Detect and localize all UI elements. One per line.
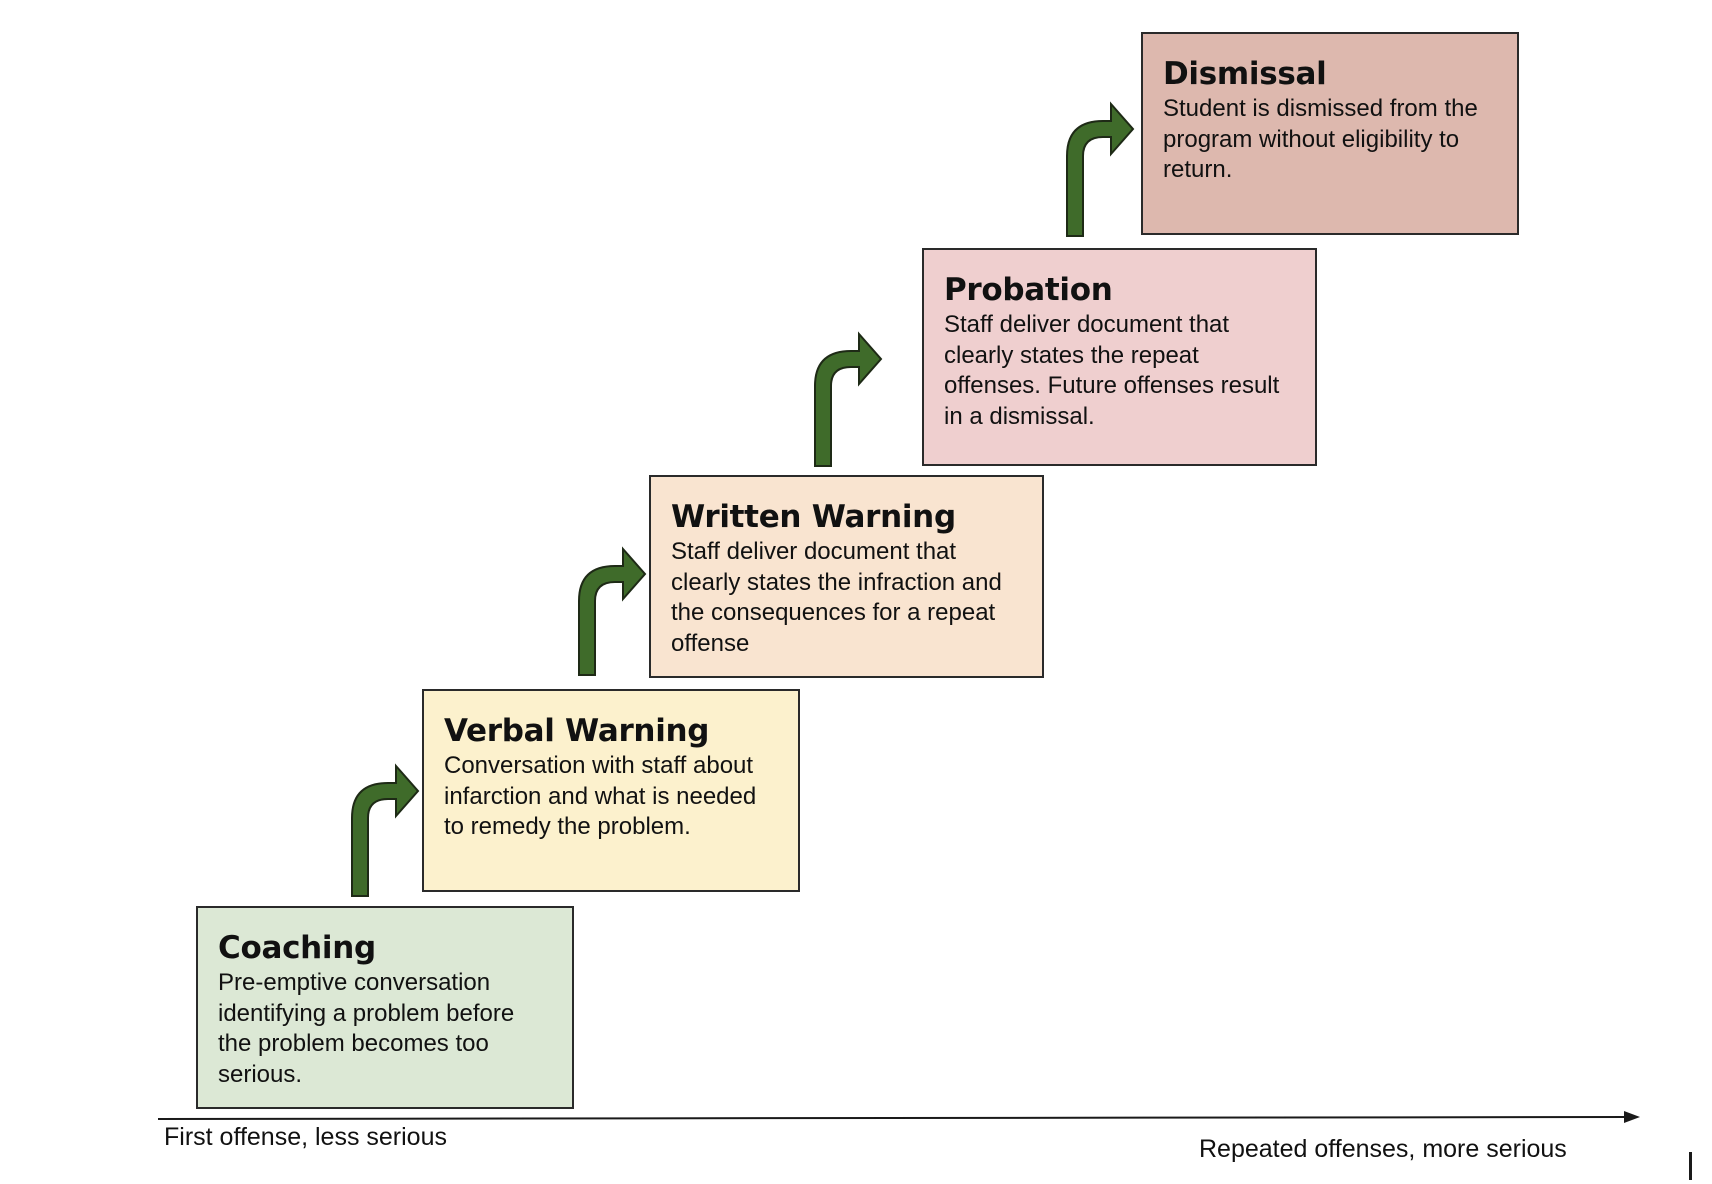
step-coaching: Coaching Pre-emptive conversation identi…	[196, 906, 574, 1109]
step-description: Staff deliver document that clearly stat…	[944, 311, 1280, 430]
axis-start-label: First offense, less serious	[164, 1123, 447, 1151]
axis-line	[157, 1116, 1629, 1120]
step-description: Conversation with staff about infarction…	[444, 752, 757, 840]
severity-axis	[157, 1111, 1640, 1123]
step-probation: Probation Staff deliver document that cl…	[922, 248, 1317, 466]
step-title: Verbal Warning	[444, 713, 710, 749]
edge-mark	[1689, 1152, 1692, 1180]
arrow-shape	[351, 763, 420, 897]
step-title: Probation	[944, 272, 1113, 308]
curved-up-right-arrow-icon	[351, 763, 420, 897]
step-dismissal: Dismissal Student is dismissed from the …	[1141, 32, 1519, 235]
step-description: Pre-emptive conversation identifying a p…	[218, 969, 515, 1088]
axis-end-label: Repeated offenses, more serious	[1199, 1135, 1567, 1163]
arrow-shape	[578, 546, 647, 676]
step-written-warning: Written Warning Staff deliver document t…	[649, 475, 1044, 678]
curved-up-right-arrow-icon	[578, 546, 647, 676]
step-description: Staff deliver document that clearly stat…	[671, 538, 1002, 657]
step-description: Student is dismissed from the program wi…	[1163, 95, 1478, 183]
axis-arrowhead	[1624, 1111, 1640, 1123]
step-verbal-warning: Verbal Warning Conversation with staff a…	[422, 689, 800, 892]
step-title: Dismissal	[1163, 56, 1327, 92]
curved-up-right-arrow-icon	[814, 331, 883, 467]
step-title: Coaching	[218, 930, 376, 966]
step-title: Written Warning	[671, 499, 956, 535]
arrow-shape	[814, 331, 883, 467]
curved-up-right-arrow-icon	[1066, 101, 1135, 237]
arrow-shape	[1066, 101, 1135, 237]
